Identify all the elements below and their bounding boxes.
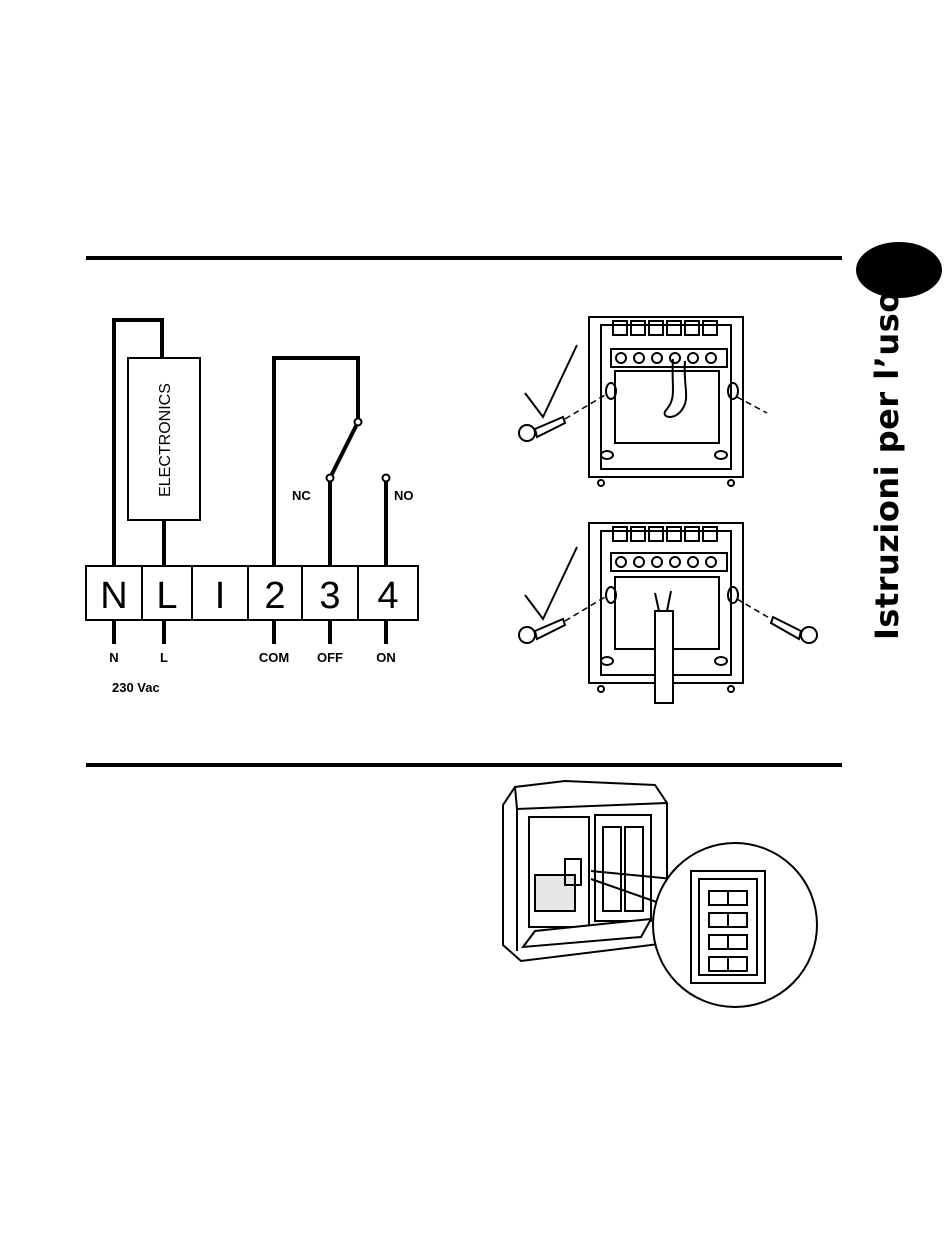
label-l: L [160, 650, 168, 665]
label-com: COM [259, 650, 289, 665]
nc-label: NC [292, 488, 311, 503]
terminal-2: 2 [264, 575, 285, 617]
terminal-n: N [100, 575, 127, 617]
top-divider [86, 256, 842, 260]
terminal-l: L [156, 575, 177, 617]
label-n: N [109, 650, 118, 665]
section-title: Istruzioni per l’uso [868, 290, 906, 640]
electronics-label: ELECTRONICS [157, 383, 174, 497]
supply-label: 230 Vac [112, 680, 160, 695]
mounting-illustration-bottom [505, 515, 825, 710]
dip-switch-illustration [495, 775, 825, 1025]
mounting-illustration-top [505, 305, 805, 495]
label-off: OFF [317, 650, 343, 665]
wiring-diagram: ELECTRONICS NC NO N L I 2 3 4 N L COM OF… [80, 300, 440, 710]
terminal-3: 3 [319, 575, 340, 617]
terminal-i: I [215, 575, 226, 617]
terminal-4: 4 [377, 575, 398, 617]
label-on: ON [376, 650, 396, 665]
no-label: NO [394, 488, 414, 503]
middle-divider [86, 763, 842, 767]
